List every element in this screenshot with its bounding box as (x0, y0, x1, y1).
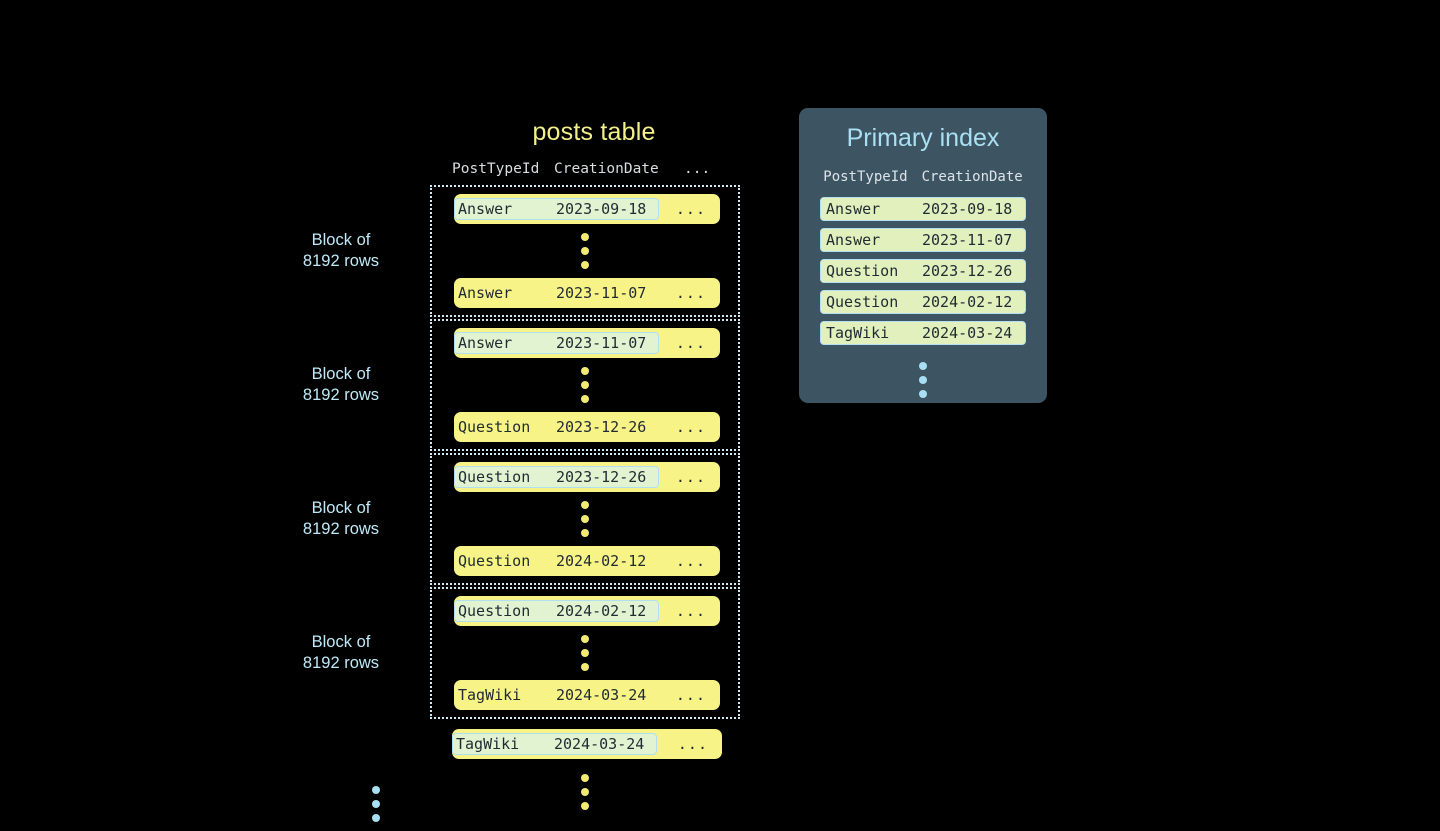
cell-posttypeid: TagWiki (456, 735, 520, 753)
cell-creationdate: 2024-02-12 (556, 552, 647, 570)
column-header-creationdate: CreationDate (921, 169, 1023, 185)
row-highlight-box: Question 2024-02-12 (454, 600, 659, 622)
index-row: Answer 2023-09-18 (820, 197, 1026, 221)
column-header-posttypeid: PostTypeId (452, 161, 540, 177)
vertical-ellipsis-icon (432, 224, 738, 278)
cell-creationdate: 2023-12-26 (922, 262, 1013, 280)
column-header-posttypeid: PostTypeId (823, 169, 908, 185)
cell-posttypeid: Question (458, 468, 531, 486)
row-plain-box: Question 2023-12-26 (454, 416, 659, 438)
index-continue-ellipsis-icon (799, 353, 1047, 407)
column-header-ellipsis: ... (684, 161, 711, 177)
table-row: TagWiki 2024-03-24 ... (452, 729, 722, 759)
cell-ellipsis: ... (675, 602, 706, 620)
table-row: Answer 2023-09-18 ... (454, 194, 720, 224)
index-row: TagWiki 2024-03-24 (820, 321, 1026, 345)
cell-ellipsis: ... (675, 552, 706, 570)
cell-creationdate: 2024-03-24 (922, 324, 1013, 342)
cell-ellipsis: ... (675, 334, 706, 352)
cell-ellipsis: ... (675, 284, 706, 302)
vertical-ellipsis-icon (432, 492, 738, 546)
index-row: Question 2024-02-12 (820, 290, 1026, 314)
vertical-ellipsis-icon (432, 358, 738, 412)
cell-posttypeid: Answer (458, 334, 513, 352)
cell-posttypeid: TagWiki (458, 686, 522, 704)
vertical-ellipsis-icon (432, 626, 738, 680)
block-3-label: Block of 8192 rows (302, 499, 380, 538)
cell-posttypeid: Question (826, 262, 899, 280)
cell-creationdate: 2023-12-26 (556, 418, 647, 436)
cell-creationdate: 2023-09-18 (922, 200, 1013, 218)
table-row: Question 2023-12-26 ... (454, 462, 720, 492)
table-row: Answer 2023-11-07 ... (454, 328, 720, 358)
cell-posttypeid: Answer (826, 200, 881, 218)
posts-table-column-headers: PostTypeId CreationDate ... (430, 161, 740, 177)
cell-posttypeid: TagWiki (826, 324, 890, 342)
cell-creationdate: 2024-03-24 (556, 686, 647, 704)
block-4: Block of 8192 rows Question 2024-02-12 .… (303, 587, 740, 719)
cell-posttypeid: Answer (458, 200, 513, 218)
row-highlight-box: TagWiki 2024-03-24 (452, 733, 657, 755)
cell-creationdate: 2023-11-07 (922, 231, 1013, 249)
table-row: TagWiki 2024-03-24 ... (454, 680, 720, 710)
row-highlight-box: Answer 2023-11-07 (454, 332, 659, 354)
row-plain-box: Question 2024-02-12 (454, 550, 659, 572)
cell-posttypeid: Question (458, 602, 531, 620)
cell-ellipsis: ... (675, 686, 706, 704)
blocks-continue-ellipsis-icon (372, 777, 380, 831)
primary-index-rows: Answer 2023-09-18 Answer 2023-11-07 Ques… (799, 197, 1047, 345)
cell-creationdate: 2024-03-24 (554, 735, 645, 753)
column-header-creationdate: CreationDate (554, 161, 659, 177)
cell-ellipsis: ... (677, 735, 708, 753)
cell-creationdate: 2023-09-18 (556, 200, 647, 218)
cell-posttypeid: Answer (826, 231, 881, 249)
block-1: Block of 8192 rows Answer 2023-09-18 ...… (303, 185, 740, 317)
table-row: Question 2023-12-26 ... (454, 412, 720, 442)
row-highlight-box: Question 2023-12-26 (454, 466, 659, 488)
row-highlight-box: Answer 2023-09-18 (454, 198, 659, 220)
block-4-label: Block of 8192 rows (302, 633, 380, 672)
table-row: Answer 2023-11-07 ... (454, 278, 720, 308)
primary-index-column-headers: PostTypeId CreationDate (799, 169, 1047, 185)
primary-index-title: Primary index (846, 124, 1000, 152)
primary-index-panel: Primary index PostTypeId CreationDate An… (799, 108, 1047, 403)
table-tail-area: TagWiki 2024-03-24 ... (372, 729, 740, 822)
cell-ellipsis: ... (675, 468, 706, 486)
block-2: Block of 8192 rows Answer 2023-11-07 ...… (303, 319, 740, 451)
block-2-label: Block of 8192 rows (302, 365, 380, 404)
cell-posttypeid: Question (458, 552, 531, 570)
cell-creationdate: 2023-11-07 (556, 334, 647, 352)
cell-ellipsis: ... (675, 418, 706, 436)
cell-creationdate: 2024-02-12 (556, 602, 647, 620)
cell-posttypeid: Question (458, 418, 531, 436)
cell-ellipsis: ... (675, 200, 706, 218)
table-row: Question 2024-02-12 ... (454, 546, 720, 576)
index-row: Question 2023-12-26 (820, 259, 1026, 283)
table-row: Question 2024-02-12 ... (454, 596, 720, 626)
block-1-label: Block of 8192 rows (302, 231, 380, 270)
cell-creationdate: 2023-12-26 (556, 468, 647, 486)
index-row: Answer 2023-11-07 (820, 228, 1026, 252)
cell-creationdate: 2024-02-12 (922, 293, 1013, 311)
posts-table-diagram: posts table PostTypeId CreationDate ... … (303, 118, 740, 822)
row-plain-box: TagWiki 2024-03-24 (454, 684, 659, 706)
posts-table-title: posts table (532, 118, 656, 146)
row-plain-box: Answer 2023-11-07 (454, 282, 659, 304)
block-3: Block of 8192 rows Question 2023-12-26 .… (303, 453, 740, 585)
cell-posttypeid: Answer (458, 284, 513, 302)
cell-creationdate: 2023-11-07 (556, 284, 647, 302)
vertical-ellipsis-icon (430, 765, 740, 819)
cell-posttypeid: Question (826, 293, 899, 311)
